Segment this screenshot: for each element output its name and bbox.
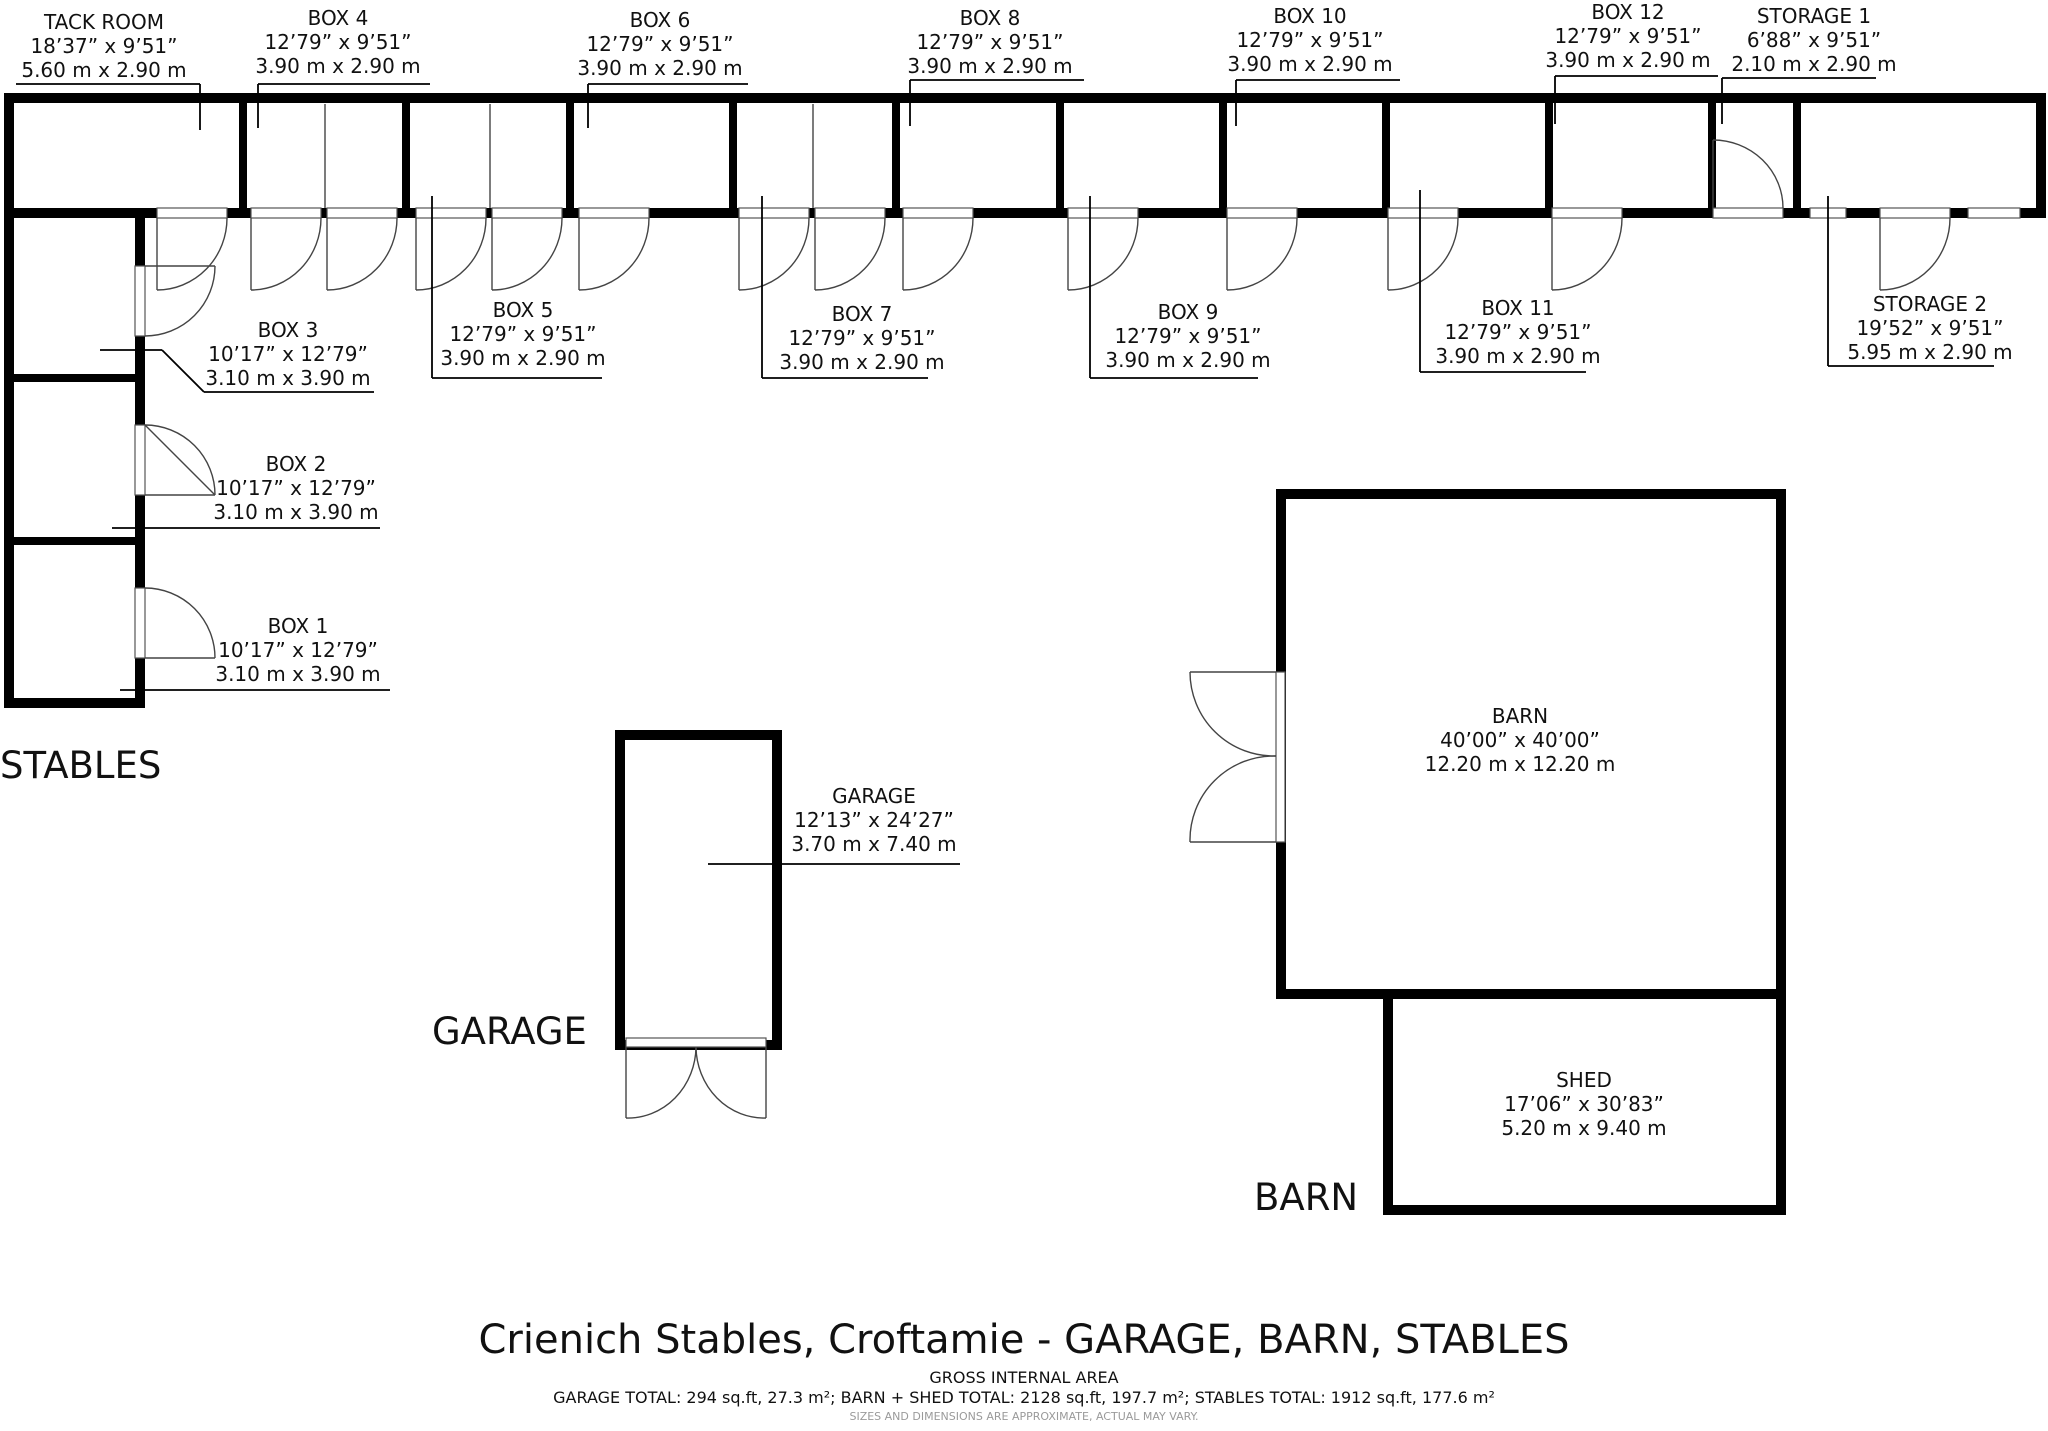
section-title-barn: BARN	[1254, 1176, 1359, 1219]
room-metric: 3.90 m x 2.90 m	[255, 54, 421, 78]
label-leaders	[16, 75, 1994, 865]
room-imperial: 12’13” x 24’27”	[794, 808, 954, 832]
room-metric: 3.90 m x 2.90 m	[1105, 348, 1271, 372]
room-name: BOX 6	[629, 8, 691, 32]
room-metric: 5.20 m x 9.40 m	[1501, 1116, 1667, 1140]
room-metric: 5.60 m x 2.90 m	[21, 58, 187, 82]
room-imperial: 12’79” x 9’51”	[264, 30, 412, 54]
room-imperial: 12’79” x 9’51”	[916, 30, 1064, 54]
room-imperial: 12’79” x 9’51”	[788, 326, 936, 350]
garage-walls	[615, 730, 782, 1119]
room-imperial: 6’88” x 9’51”	[1746, 28, 1882, 52]
room-imperial: 10’17” x 12’79”	[216, 476, 376, 500]
room-label-box-11: BOX 11 12’79” x 9’51” 3.90 m x 2.90 m	[1435, 296, 1600, 368]
room-name: BOX 3	[257, 318, 319, 342]
room-metric: 3.10 m x 3.90 m	[213, 500, 379, 524]
room-label-box-10: BOX 10 12’79” x 9’51” 3.90 m x 2.90 m	[1227, 4, 1392, 76]
room-name: SHED	[1556, 1068, 1612, 1092]
room-metric: 3.90 m x 2.90 m	[1545, 48, 1711, 72]
room-label-barn: BARN 40’00” x 40’00” 12.20 m x 12.20 m	[1425, 704, 1616, 776]
room-label-shed: SHED 17’06” x 30’83” 5.20 m x 9.40 m	[1501, 1068, 1666, 1140]
room-name: BOX 8	[959, 6, 1021, 30]
room-imperial: 10’17” x 12’79”	[218, 638, 378, 662]
room-imperial: 12’79” x 9’51”	[1236, 28, 1384, 52]
room-name: TACK ROOM	[43, 10, 165, 34]
room-name: STORAGE 1	[1756, 4, 1872, 28]
room-name: BOX 5	[492, 298, 554, 322]
room-metric: 3.90 m x 2.90 m	[779, 350, 945, 374]
room-label-box-5: BOX 5 12’79” x 9’51” 3.90 m x 2.90 m	[440, 298, 605, 370]
room-metric: 5.95 m x 2.90 m	[1847, 340, 2013, 364]
room-metric: 3.10 m x 3.90 m	[215, 662, 381, 686]
room-name: BOX 4	[307, 6, 369, 30]
room-label-tack-room: TACK ROOM 18’37” x 9’51” 5.60 m x 2.90 m	[21, 10, 186, 82]
room-metric: 3.70 m x 7.40 m	[791, 832, 957, 856]
room-label-box-12: BOX 12 12’79” x 9’51” 3.90 m x 2.90 m	[1545, 0, 1710, 72]
room-name: BOX 11	[1481, 296, 1555, 320]
room-imperial: 12’79” x 9’51”	[1444, 320, 1592, 344]
room-imperial: 18’37” x 9’51”	[30, 34, 178, 58]
garage-outline	[615, 730, 782, 1050]
room-metric: 3.90 m x 2.90 m	[577, 56, 743, 80]
room-name: BOX 7	[831, 302, 893, 326]
room-metric: 3.90 m x 2.90 m	[1435, 344, 1601, 368]
room-label-garage: GARAGE 12’13” x 24’27” 3.70 m x 7.40 m	[791, 784, 956, 856]
room-label-box-1: BOX 1 10’17” x 12’79” 3.10 m x 3.90 m	[215, 614, 380, 686]
stables-walls	[4, 93, 2046, 708]
room-imperial: 12’79” x 9’51”	[586, 32, 734, 56]
area-totals: GARAGE TOTAL: 294 sq.ft, 27.3 m²; BARN +…	[553, 1388, 1495, 1407]
room-label-storage-1: STORAGE 1 6’88” x 9’51” 2.10 m x 2.90 m	[1731, 4, 1896, 76]
room-label-storage-2: STORAGE 2 19’52” x 9’51” 5.95 m x 2.90 m	[1847, 292, 2012, 364]
room-metric: 12.20 m x 12.20 m	[1424, 752, 1616, 776]
room-imperial: 12’79” x 9’51”	[1554, 24, 1702, 48]
room-metric: 3.10 m x 3.90 m	[205, 366, 371, 390]
room-imperial: 12’79” x 9’51”	[449, 322, 597, 346]
room-metric: 3.90 m x 2.90 m	[440, 346, 606, 370]
room-name: STORAGE 2	[1872, 292, 1988, 316]
room-metric: 3.90 m x 2.90 m	[1227, 52, 1393, 76]
room-label-box-6: BOX 6 12’79” x 9’51” 3.90 m x 2.90 m	[577, 8, 742, 80]
stables-doors	[134, 139, 2021, 659]
room-label-box-2: BOX 2 10’17” x 12’79” 3.10 m x 3.90 m	[213, 452, 378, 524]
room-metric: 3.90 m x 2.90 m	[907, 54, 1073, 78]
room-imperial: 10’17” x 12’79”	[208, 342, 368, 366]
room-name: BOX 10	[1273, 4, 1347, 28]
room-label-box-8: BOX 8 12’79” x 9’51” 3.90 m x 2.90 m	[907, 6, 1072, 78]
section-title-stables: STABLES	[0, 744, 162, 787]
room-label-box-9: BOX 9 12’79” x 9’51” 3.90 m x 2.90 m	[1105, 300, 1270, 372]
stables-left-column-outline	[4, 208, 145, 708]
room-label-box-4: BOX 4 12’79” x 9’51” 3.90 m x 2.90 m	[255, 6, 420, 78]
room-name: BOX 1	[267, 614, 329, 638]
barn-walls	[1189, 489, 1786, 1215]
room-imperial: 12’79” x 9’51”	[1114, 324, 1262, 348]
plan-title: Crienich Stables, Croftamie - GARAGE, BA…	[478, 1317, 1570, 1363]
room-label-box-7: BOX 7 12’79” x 9’51” 3.90 m x 2.90 m	[779, 302, 944, 374]
room-label-box-3: BOX 3 10’17” x 12’79” 3.10 m x 3.90 m	[205, 318, 370, 390]
room-imperial: 17’06” x 30’83”	[1504, 1092, 1664, 1116]
room-name: BOX 12	[1591, 0, 1665, 24]
shed-outline	[1383, 989, 1786, 1215]
stables-top-row-outline	[4, 93, 2046, 218]
room-metric: 2.10 m x 2.90 m	[1731, 52, 1897, 76]
section-title-garage: GARAGE	[432, 1010, 587, 1053]
room-name: GARAGE	[832, 784, 916, 808]
room-name: BARN	[1491, 704, 1549, 728]
gross-area-heading: GROSS INTERNAL AREA	[929, 1368, 1119, 1387]
room-imperial: 19’52” x 9’51”	[1856, 316, 2004, 340]
disclaimer: SIZES AND DIMENSIONS ARE APPROXIMATE, AC…	[849, 1410, 1199, 1423]
room-name: BOX 2	[265, 452, 327, 476]
room-name: BOX 9	[1157, 300, 1219, 324]
room-imperial: 40’00” x 40’00”	[1440, 728, 1600, 752]
